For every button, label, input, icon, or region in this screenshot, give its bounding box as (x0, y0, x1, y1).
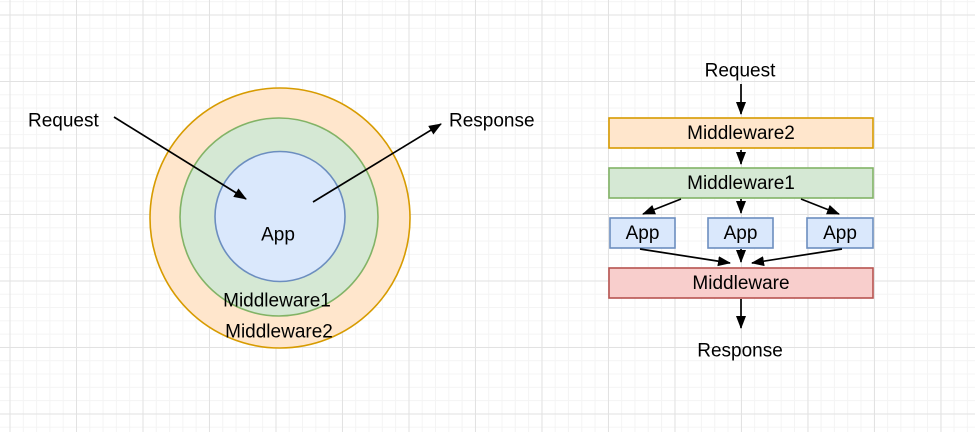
request-arrow-icon (113, 116, 247, 200)
middleware-box-label: Middleware (692, 273, 789, 294)
app1-to-middleware-arrow-icon (639, 248, 731, 267)
onion-diagram: App Middleware1 Middleware2 Request Resp… (28, 87, 535, 349)
response-arrow-icon (312, 123, 442, 203)
app1-box-label: App (626, 223, 660, 244)
middleware1-to-app3-arrow-icon (800, 198, 840, 215)
middleware1-box (608, 167, 874, 199)
flow-response-label: Response (697, 341, 783, 362)
middleware-box (608, 267, 874, 299)
app-circle (214, 150, 346, 283)
app3-box (806, 217, 874, 249)
middleware1-ring-label: Middleware1 (223, 291, 331, 312)
app3-box-label: App (823, 223, 857, 244)
middleware2-ring-label: Middleware2 (225, 322, 333, 343)
app3-to-middleware-arrow-icon (751, 248, 843, 267)
middleware2-box-label: Middleware2 (687, 123, 795, 144)
middleware2-box (608, 117, 874, 149)
flow-diagram: Request Middleware2 Middleware1 App App … (608, 61, 874, 362)
middleware1-to-app1-arrow-icon (642, 198, 682, 215)
onion-request-label: Request (28, 111, 99, 132)
app2-box-label: App (724, 223, 758, 244)
flow-request-label: Request (705, 61, 776, 82)
app2-box (707, 217, 774, 249)
middleware1-box-label: Middleware1 (687, 173, 795, 194)
onion-response-label: Response (449, 111, 535, 132)
app1-box (609, 217, 676, 249)
app-circle-label: App (261, 225, 295, 246)
